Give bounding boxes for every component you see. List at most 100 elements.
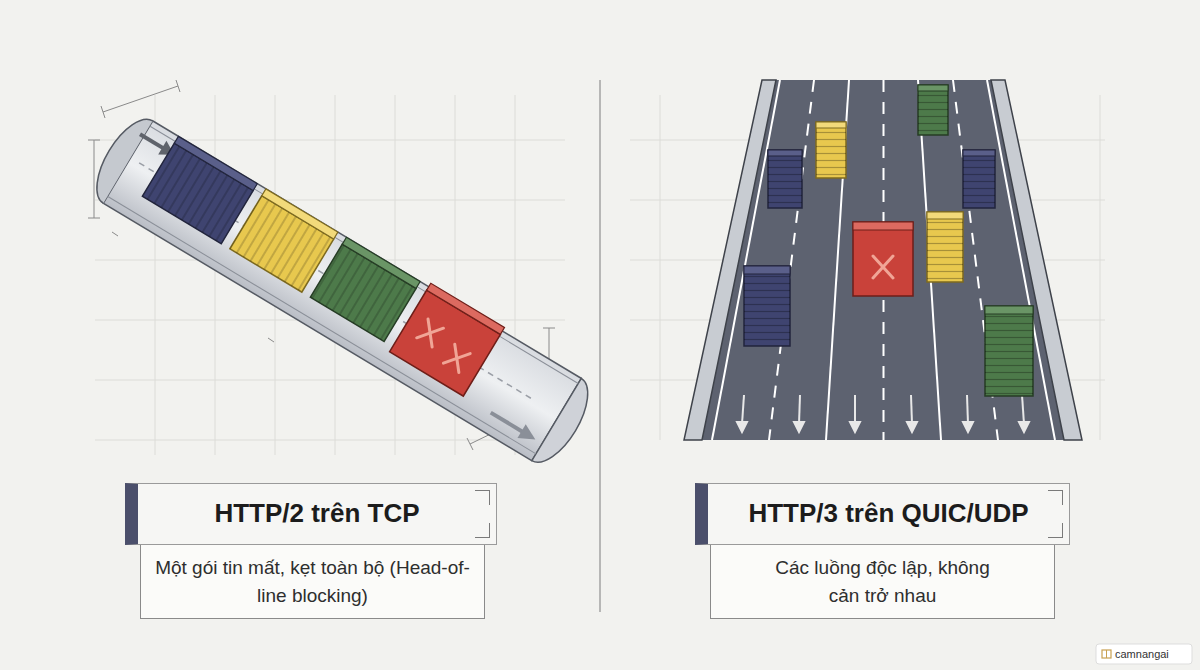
dimension-lines-part bbox=[88, 218, 100, 219]
quic-highway-part bbox=[768, 150, 802, 208]
tcp-pipe-part bbox=[310, 244, 416, 341]
quic-highway-part bbox=[927, 212, 963, 282]
title-box: HTTP/2 trên TCP bbox=[125, 483, 497, 545]
quic-highway-part-part bbox=[816, 122, 846, 178]
background-grid-part bbox=[660, 95, 661, 440]
tcp-pipe-part bbox=[107, 196, 536, 454]
description-text: Các luồng độc lập, không cản trở nhau bbox=[775, 554, 990, 609]
quic-highway-part-part bbox=[985, 306, 1033, 396]
quic-highway-part-part bbox=[985, 306, 1033, 314]
quic-highway-part-part bbox=[967, 395, 968, 424]
quic-highway-part-part-part bbox=[873, 256, 893, 278]
tcp-pipe-part bbox=[517, 424, 539, 446]
tcp-pipe-part-part bbox=[417, 319, 444, 347]
tcp-pipe-part bbox=[140, 134, 164, 148]
dimension-lines-part bbox=[112, 232, 118, 236]
tcp-pipe-part bbox=[84, 110, 152, 204]
quic-highway-part-part bbox=[985, 306, 1033, 396]
description-box: Một gói tin mất, kẹt toàn bộ (Head-of-li… bbox=[140, 545, 485, 619]
dimension-lines-part bbox=[268, 338, 274, 342]
watermark-frame-part bbox=[1102, 650, 1111, 658]
quic-highway-part bbox=[853, 222, 913, 296]
tcp-pipe bbox=[84, 106, 602, 472]
tcp-pipe-part bbox=[262, 189, 338, 239]
quic-highway-part-part bbox=[911, 395, 912, 424]
dimension-lines-part bbox=[176, 80, 180, 92]
tcp-pipe-part bbox=[491, 413, 524, 433]
quic-highway-part-part bbox=[744, 266, 790, 274]
description-box: Các luồng độc lập, không cản trở nhau bbox=[710, 545, 1055, 619]
quic-highway-part-part bbox=[742, 395, 744, 424]
quic-highway-part-part bbox=[853, 222, 913, 230]
divider-line bbox=[599, 80, 601, 612]
tcp-pipe-part bbox=[413, 319, 475, 373]
quic-highway-part-part bbox=[963, 150, 995, 208]
quic-highway-part-part bbox=[963, 150, 995, 208]
quic-highway-part-part bbox=[712, 80, 780, 440]
tcp-pipe-part bbox=[532, 378, 600, 472]
tcp-pipe-part-part bbox=[417, 319, 444, 347]
title-text: HTTP/2 trên TCP bbox=[214, 498, 419, 529]
background-grid-part bbox=[1100, 95, 1101, 440]
quic-highway-part-part bbox=[737, 422, 747, 432]
quic-highway-part-part bbox=[794, 422, 804, 432]
tcp-pipe-part bbox=[427, 283, 505, 334]
dimension-lines-part bbox=[94, 140, 95, 218]
quic-highway-part-part bbox=[918, 85, 948, 91]
quic-highway-part-part bbox=[769, 80, 814, 440]
tcp-pipe-part bbox=[230, 196, 334, 292]
quic-highway-part-part bbox=[768, 150, 802, 156]
quic-highway-part-part bbox=[963, 422, 973, 432]
quic-highway-part bbox=[684, 80, 776, 440]
quic-highway-part-part bbox=[918, 85, 948, 135]
watermark-frame bbox=[1096, 644, 1192, 664]
quic-highway-part bbox=[985, 306, 1033, 396]
watermark: camnangai bbox=[1115, 646, 1169, 662]
quic-highway-part-part bbox=[854, 395, 856, 424]
dimension-lines-part bbox=[543, 328, 555, 329]
tcp-pipe-part bbox=[142, 143, 253, 244]
dimension-lines-part bbox=[103, 86, 178, 112]
tcp-pipe-part bbox=[142, 143, 253, 244]
tcp-pipe-part bbox=[310, 244, 416, 341]
quic-highway-part-part bbox=[853, 222, 913, 296]
background-grid-part bbox=[95, 440, 565, 441]
tcp-pipe-part-part bbox=[443, 344, 470, 372]
dimension-lines-part bbox=[467, 438, 473, 450]
description-text: Một gói tin mất, kẹt toàn bộ (Head-of-li… bbox=[154, 554, 472, 609]
tcp-pipe-part bbox=[174, 136, 257, 190]
quic-highway-part-part bbox=[918, 85, 948, 135]
tcp-pipe-part-part bbox=[443, 344, 470, 372]
tcp-pipe-part bbox=[230, 196, 334, 292]
quic-highway-part-part bbox=[1019, 422, 1029, 432]
quic-highway-part-part bbox=[816, 122, 846, 128]
watermark-frame-part bbox=[1106, 650, 1107, 658]
quic-highway-part-part bbox=[907, 422, 917, 432]
quic-highway-part-part bbox=[744, 266, 790, 346]
quic-highway-part-part bbox=[927, 212, 963, 282]
quic-highway-part-part bbox=[963, 150, 995, 156]
quic-highway-part-part bbox=[816, 122, 846, 178]
quic-highway-part-part bbox=[850, 422, 860, 432]
quic-highway-part-part bbox=[927, 212, 963, 282]
dimension-lines-part bbox=[88, 140, 100, 141]
background-grid-part bbox=[215, 95, 216, 455]
quic-highway-part bbox=[712, 80, 1055, 440]
tcp-pipe-part bbox=[390, 290, 501, 396]
quic-highway-part-part bbox=[768, 150, 802, 208]
watermark-frame-part bbox=[1096, 644, 1192, 664]
quic-highway-part bbox=[737, 395, 1029, 432]
title-text: HTTP/3 trên QUIC/UDP bbox=[748, 498, 1028, 529]
dimension-lines-part bbox=[101, 106, 105, 118]
quic-highway-part-part bbox=[927, 212, 963, 219]
quic-highway-part bbox=[816, 122, 846, 178]
tcp-pipe-part bbox=[150, 126, 579, 384]
tcp-pipe-part bbox=[103, 121, 581, 461]
quic-highway bbox=[684, 80, 1082, 440]
quic-highway-part-part bbox=[873, 256, 893, 278]
quic-highway-part bbox=[918, 85, 948, 135]
quic-highway-part-part-part bbox=[873, 256, 893, 278]
quic-highway-part bbox=[963, 150, 995, 208]
quic-highway-part bbox=[744, 266, 790, 346]
